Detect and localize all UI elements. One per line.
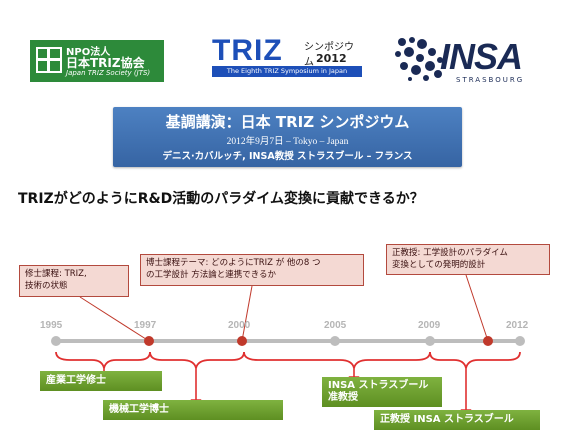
triz-symposium-logo: TRIZ シンポジウム 2012 The Eighth TRIZ Symposi…	[212, 34, 362, 80]
banner-date-line: 2012年9月7日 – Tokyo – Japan	[226, 137, 349, 147]
year-dot-2009	[425, 336, 435, 346]
label-full-professor: 正教授 INSA ストラスブール	[374, 410, 540, 430]
insa-logo-sub: STRASBOURG	[456, 76, 525, 84]
jts-logo-line3: Japan TRIZ Society (JTS)	[66, 69, 151, 77]
year-dot-2005	[330, 336, 340, 346]
insa-logo-word: INSA	[440, 36, 523, 77]
triz-logo-year: 2012	[316, 52, 347, 65]
triz-logo-symposium: シンポジウム	[304, 42, 354, 68]
jts-logo-line1: NPO法人	[66, 47, 111, 58]
banner-title: 基調講演：日本 TRIZ シンポジウム	[165, 113, 410, 131]
year-label-2012: 2012	[506, 320, 529, 331]
year-label-1995: 1995	[40, 320, 63, 331]
callout-doctorate-line1: 博士課程テーマ: どのようにTRIZ が 他の8 つ	[146, 258, 321, 268]
callout-masters-line2: 技術の状態	[25, 281, 68, 291]
bracket-masters	[55, 351, 151, 369]
bracket-doctorate	[149, 351, 245, 369]
label-associate-professor-line1: INSA ストラスブール	[328, 380, 429, 391]
triz-logo-bar: The Eighth TRIZ Symposium in Japan	[212, 66, 362, 77]
question-heading: TRIZがどのようにR&D活動のパラダイム変換に貢献できるか？	[18, 191, 424, 207]
year-dot-1995	[51, 336, 61, 346]
jts-logo-line2: 日本TRIZ協会	[66, 56, 145, 70]
callout-full-professor-line2: 変換としての発明的設計	[392, 260, 486, 270]
year-label-2000: 2000	[228, 320, 251, 331]
callout-masters-line1: 修士課程: TRIZ,	[25, 269, 87, 279]
label-associate-professor-line2: 准教授	[328, 392, 358, 403]
label-associate-professor: INSA ストラスブール 准教授	[322, 377, 442, 407]
callout2-pointer	[241, 285, 253, 342]
banner-speaker: デニス·カバルッチ, INSA教授 ストラスブール – フランス	[162, 151, 413, 162]
callout-doctorate: 博士課程テーマ: どのようにTRIZ が 他の8 つ の工学設計 方法論と連携で…	[140, 254, 364, 286]
jts-logo: NPO法人 日本TRIZ協会 Japan TRIZ Society (JTS)	[30, 40, 164, 82]
callout-doctorate-line2: の工学設計 方法論と連携できるか	[146, 270, 277, 280]
keynote-banner: 基調講演：日本 TRIZ シンポジウム 2012年9月7日 – Tokyo – …	[113, 107, 462, 167]
year-label-2009: 2009	[418, 320, 441, 331]
label-industrial-eng-masters: 産業工学修士	[40, 371, 162, 391]
callout3-pointer	[465, 274, 489, 342]
triz-logo-word: TRIZ	[212, 34, 283, 67]
callout1-pointer	[79, 296, 150, 342]
bracket-assoc-prof	[243, 351, 431, 369]
jts-logo-mark-icon	[36, 47, 62, 73]
year-dot-2012	[515, 336, 525, 346]
label-mechanical-eng-doctorate: 機械工学博士	[103, 400, 283, 420]
year-label-2005: 2005	[324, 320, 347, 331]
year-label-1997: 1997	[134, 320, 157, 331]
bracket-full-prof	[429, 351, 521, 369]
callout-full-professor-line1: 正教授: 工学設計のパラダイム	[392, 248, 508, 258]
callout-masters: 修士課程: TRIZ, 技術の状態	[19, 265, 129, 297]
insa-logo: INSA STRASBOURG	[392, 30, 532, 90]
callout-full-professor: 正教授: 工学設計のパラダイム 変換としての発明的設計	[386, 244, 550, 275]
insa-dots-icon	[395, 37, 443, 81]
